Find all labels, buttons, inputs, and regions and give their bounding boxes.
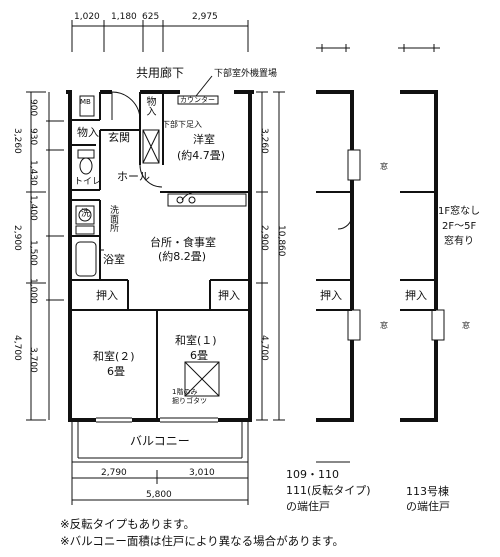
top-dim-1: 1,020 (74, 12, 100, 22)
room-western-size: (約4.7畳) (177, 149, 226, 162)
outdoor-unit-label: 下部室外機置場 (214, 69, 278, 79)
end-unit-a-label-1: 109・110 (286, 468, 339, 481)
right-total-dim: 10,860 (276, 225, 286, 257)
room-japanese-1: 和室(１) (175, 334, 217, 347)
footnote-2: ※バルコニー面積は住戸により異なる場合があります。 (60, 534, 345, 548)
end-unit-a-label-3: の端住戸 (286, 500, 330, 513)
end-unit-b-window: 窓 (462, 321, 470, 330)
left-inner-dim-2: 930 (28, 128, 38, 146)
room-closet-left: 押入 (96, 289, 118, 302)
left-inner-dim-4: 1,400 (28, 195, 38, 221)
end-unit-b-closet: 押入 (405, 289, 427, 302)
end-unit-a-closet: 押入 (320, 289, 342, 302)
first-floor-grating-note: 1階のみ (172, 388, 198, 396)
left-inner-dim-6: 1,000 (28, 278, 38, 304)
first-floor-grating-note-2: 掘りゴタツ (172, 397, 207, 405)
top-dim-2: 1,180 (111, 12, 137, 22)
room-entrance: 玄関 (108, 131, 130, 144)
end-unit-b-label-2: の端住戸 (406, 500, 450, 513)
footnote-1: ※反転タイプもあります。 (60, 517, 195, 531)
left-inner-dim-1: 900 (28, 99, 38, 117)
end-unit-b-note-2: 2F～5F (442, 221, 477, 232)
left-inner-dim-3: 1,430 (28, 160, 38, 186)
left-outer-dim-2: 2,900 (12, 225, 22, 251)
room-storage-left: 物入 (77, 126, 99, 139)
left-outer-dim-3: 4,700 (12, 335, 22, 361)
room-kitchen-dining-size: (約8.2畳) (158, 250, 207, 263)
room-toilet: トイレ (74, 177, 102, 187)
left-inner-dim-5: 1,500 (28, 240, 38, 266)
underfloor-access-label: 下部下足入 (162, 120, 202, 129)
room-balcony: バルコニー (130, 434, 190, 448)
room-hall: ホール (117, 170, 150, 183)
corridor-label: 共用廊下 (136, 66, 185, 80)
end-unit-b-note-3: 窓有り (444, 236, 474, 247)
end-unit-a-label-2: 111(反転タイプ) (286, 484, 371, 497)
room-kitchen-dining: 台所・食事室 (150, 236, 216, 249)
top-dim-3: 625 (142, 12, 160, 22)
room-japanese-1-size: 6畳 (190, 349, 208, 362)
end-unit-b-note-1: 1F窓なし (438, 206, 481, 217)
end-unit-a-window-1: 窓 (380, 162, 388, 171)
left-inner-dim-7: 3,700 (28, 347, 38, 373)
room-japanese-2: 和室(２) (93, 350, 135, 363)
top-dim-4: 2,975 (192, 12, 218, 22)
bottom-dim-2: 3,010 (189, 468, 215, 478)
counter-label: カウンター (180, 96, 215, 104)
room-western: 洋室 (193, 133, 215, 146)
room-bath: 浴室 (103, 253, 125, 266)
meter-box-label: MB (80, 98, 91, 106)
left-outer-dim-1: 3,260 (12, 128, 22, 154)
end-unit-a-window-2: 窓 (380, 321, 388, 330)
right-dim-1: 3,260 (259, 128, 269, 154)
end-unit-b-label-1: 113号棟 (406, 485, 449, 498)
bottom-dim-1: 2,790 (101, 468, 127, 478)
room-washing-machine: 洗 (81, 209, 91, 219)
room-storage-top: 物入 (144, 96, 155, 116)
room-closet-right: 押入 (218, 289, 240, 302)
bottom-total-dim: 5,800 (146, 490, 172, 500)
room-washroom: 洗面所 (108, 205, 118, 232)
right-dim-2: 2,900 (259, 225, 269, 251)
right-dim-3: 4,700 (259, 335, 269, 361)
room-japanese-2-size: 6畳 (107, 365, 125, 378)
